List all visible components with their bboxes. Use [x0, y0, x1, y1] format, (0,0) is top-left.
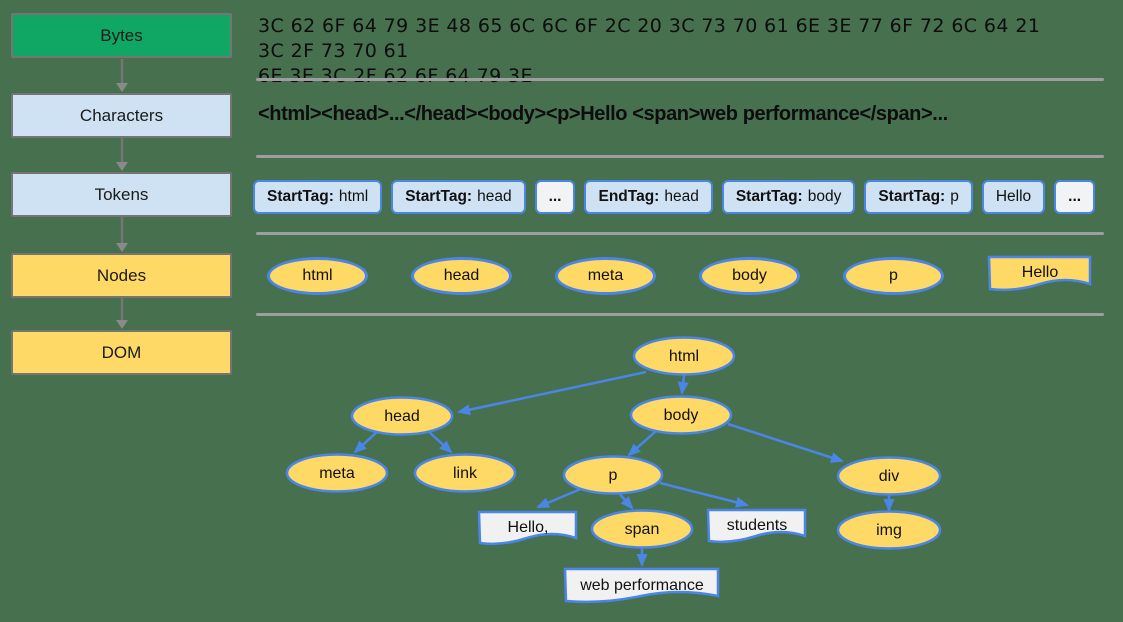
- tree-node-link: link: [413, 453, 517, 493]
- tree-textnode-webperf-label: web performance: [579, 577, 704, 594]
- tree-node-p-label: p: [609, 467, 618, 484]
- node-meta: meta: [555, 257, 656, 295]
- node-head: head: [411, 257, 512, 295]
- arrow-bytes-to-characters: [116, 59, 128, 92]
- token-label: StartTag:: [735, 188, 803, 205]
- tree-node-span: span: [590, 509, 694, 549]
- tree-textnode-students-label: students: [727, 517, 787, 534]
- token-text-hello: Hello: [981, 180, 1046, 214]
- divider-characters-tokens: [256, 155, 1104, 158]
- tree-node-img: img: [836, 510, 942, 550]
- bytes-hex-line2: 6E 3E 3C 2F 62 6F 64 79 3E: [258, 65, 533, 87]
- stage-characters: Characters: [11, 93, 232, 138]
- token-value: Hello: [995, 188, 1032, 205]
- edge-p-students: [659, 481, 749, 508]
- stage-tokens-label: Tokens: [94, 184, 149, 204]
- node-text-hello-label: Hello: [1022, 264, 1059, 281]
- tree-node-div: div: [836, 456, 942, 496]
- tree-node-link-label: link: [453, 465, 478, 482]
- tree-node-span-label: span: [625, 521, 660, 538]
- tree-node-body-label: body: [664, 407, 699, 424]
- token-starttag-p: StartTag: p: [864, 180, 973, 214]
- tree-textnode-webperf: web performance: [563, 567, 720, 604]
- bytes-hex-line1: 3C 62 6F 64 79 3E 48 65 6C 6C 6F 2C 20 3…: [258, 15, 1041, 62]
- node-p: p: [843, 257, 944, 295]
- divider-nodes-dom: [256, 313, 1104, 316]
- node-body: body: [699, 257, 800, 295]
- nodes-row: html head meta body p Hello: [267, 255, 1093, 297]
- edge-body-p: [627, 430, 657, 457]
- edge-head-meta: [353, 430, 379, 454]
- edge-p-hello: [536, 486, 584, 509]
- tree-node-body: body: [629, 395, 733, 435]
- edge-head-link: [427, 430, 453, 454]
- tree-node-head-label: head: [384, 408, 420, 425]
- tree-textnode-hello-label: Hello,: [508, 519, 549, 536]
- tree-node-p: p: [562, 455, 664, 495]
- stage-tokens: Tokens: [11, 172, 232, 217]
- stage-bytes-label: Bytes: [100, 25, 143, 45]
- tree-node-html: html: [632, 336, 736, 376]
- token-ellipsis-2: ...: [1054, 180, 1096, 214]
- tree-node-meta: meta: [285, 453, 389, 493]
- tree-node-html-label: html: [669, 348, 699, 365]
- token-value: ...: [1068, 188, 1082, 205]
- token-value: head: [477, 188, 512, 205]
- tree-node-div-label: div: [879, 468, 899, 485]
- edge-body-div: [727, 422, 844, 463]
- tokens-row: StartTag: html StartTag: head ... EndTag…: [253, 180, 1096, 214]
- stage-dom: DOM: [11, 330, 232, 375]
- arrow-tokens-to-nodes: [116, 217, 128, 252]
- token-value: html: [338, 188, 369, 205]
- stage-nodes: Nodes: [11, 253, 232, 298]
- token-value: head: [664, 188, 699, 205]
- token-endtag-head: EndTag: head: [584, 180, 713, 214]
- bytes-hex-text: 3C 62 6F 64 79 3E 48 65 6C 6C 6F 2C 20 3…: [258, 14, 1068, 89]
- stage-dom-label: DOM: [101, 342, 142, 362]
- arrow-characters-to-tokens: [116, 138, 128, 171]
- stage-nodes-label: Nodes: [96, 265, 147, 285]
- tree-node-head: head: [350, 396, 454, 436]
- token-label: StartTag:: [405, 188, 473, 205]
- node-html: html: [267, 257, 368, 295]
- divider-bytes-characters: [256, 78, 1104, 81]
- stage-characters-label: Characters: [79, 105, 164, 125]
- divider-tokens-nodes: [256, 232, 1104, 235]
- token-label: StartTag:: [878, 188, 946, 205]
- arrow-nodes-to-dom: [116, 298, 128, 329]
- tree-textnode-students: students: [706, 508, 807, 544]
- edge-html-head: [457, 370, 647, 416]
- token-value: p: [950, 188, 959, 205]
- token-starttag-html: StartTag: html: [253, 180, 383, 214]
- node-text-hello: Hello: [987, 255, 1092, 292]
- edge-html-body: [677, 374, 689, 395]
- token-ellipsis-1: ...: [534, 180, 576, 214]
- token-starttag-head: StartTag: head: [391, 180, 526, 214]
- stage-bytes: Bytes: [11, 13, 232, 58]
- token-value: body: [807, 188, 842, 205]
- token-label: StartTag:: [267, 188, 334, 205]
- characters-string: <html><head>...</head><body><p>Hello <sp…: [258, 103, 948, 125]
- dom-tree: html head body meta link p div span: [285, 336, 942, 604]
- token-value: ...: [548, 188, 562, 205]
- tree-node-img-label: img: [876, 522, 902, 539]
- edge-p-span: [617, 491, 634, 510]
- token-starttag-body: StartTag: body: [721, 180, 856, 214]
- token-label: EndTag:: [598, 188, 660, 205]
- tree-textnode-hello: Hello,: [477, 510, 578, 546]
- tree-node-meta-label: meta: [319, 465, 355, 482]
